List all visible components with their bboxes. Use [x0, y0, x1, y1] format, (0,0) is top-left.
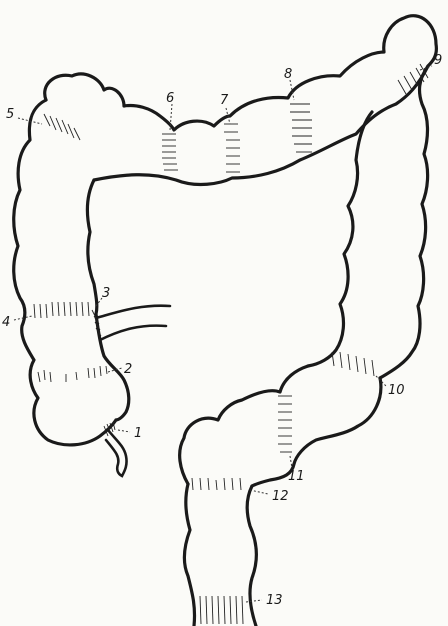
terminal-ileum-upper — [96, 306, 170, 318]
ascending-colon-outer-wall — [14, 100, 116, 445]
constriction-band-8 — [290, 104, 312, 152]
label-3: 3 — [102, 286, 110, 301]
label-1: 1 — [134, 426, 142, 441]
rectum-left-wall — [184, 484, 194, 626]
constriction-band-7 — [224, 124, 240, 172]
appendix — [106, 430, 127, 476]
label-11: 11 — [288, 469, 305, 484]
constriction-band-4 — [34, 302, 89, 318]
label-6: 6 — [166, 91, 174, 106]
rectum-right-wall — [247, 486, 256, 626]
constriction-band-10 — [332, 352, 374, 376]
label-9: 9 — [434, 53, 442, 68]
label-13: 13 — [266, 593, 283, 608]
constriction-band-13 — [200, 596, 243, 624]
constriction-band-6 — [162, 134, 178, 170]
label-12: 12 — [272, 489, 289, 504]
constriction-band-11 — [278, 396, 292, 452]
constriction-band-2 — [38, 366, 107, 382]
transverse-colon-lower-wall — [94, 66, 428, 184]
label-7: 7 — [220, 93, 229, 108]
label-2: 2 — [124, 362, 132, 377]
label-5: 5 — [6, 107, 14, 122]
terminal-ileum-lower — [100, 326, 166, 340]
sigmoid-colon-inner-wall — [180, 366, 308, 484]
constriction-band-5 — [44, 114, 80, 140]
constriction-band-12 — [192, 478, 241, 490]
descending-colon-inner-wall — [308, 112, 372, 366]
label-10: 10 — [388, 383, 405, 398]
label-4: 4 — [2, 315, 10, 330]
descending-colon-outer-wall — [380, 66, 428, 378]
label-8: 8 — [284, 67, 292, 82]
sigmoid-colon-outer-wall — [252, 378, 381, 486]
